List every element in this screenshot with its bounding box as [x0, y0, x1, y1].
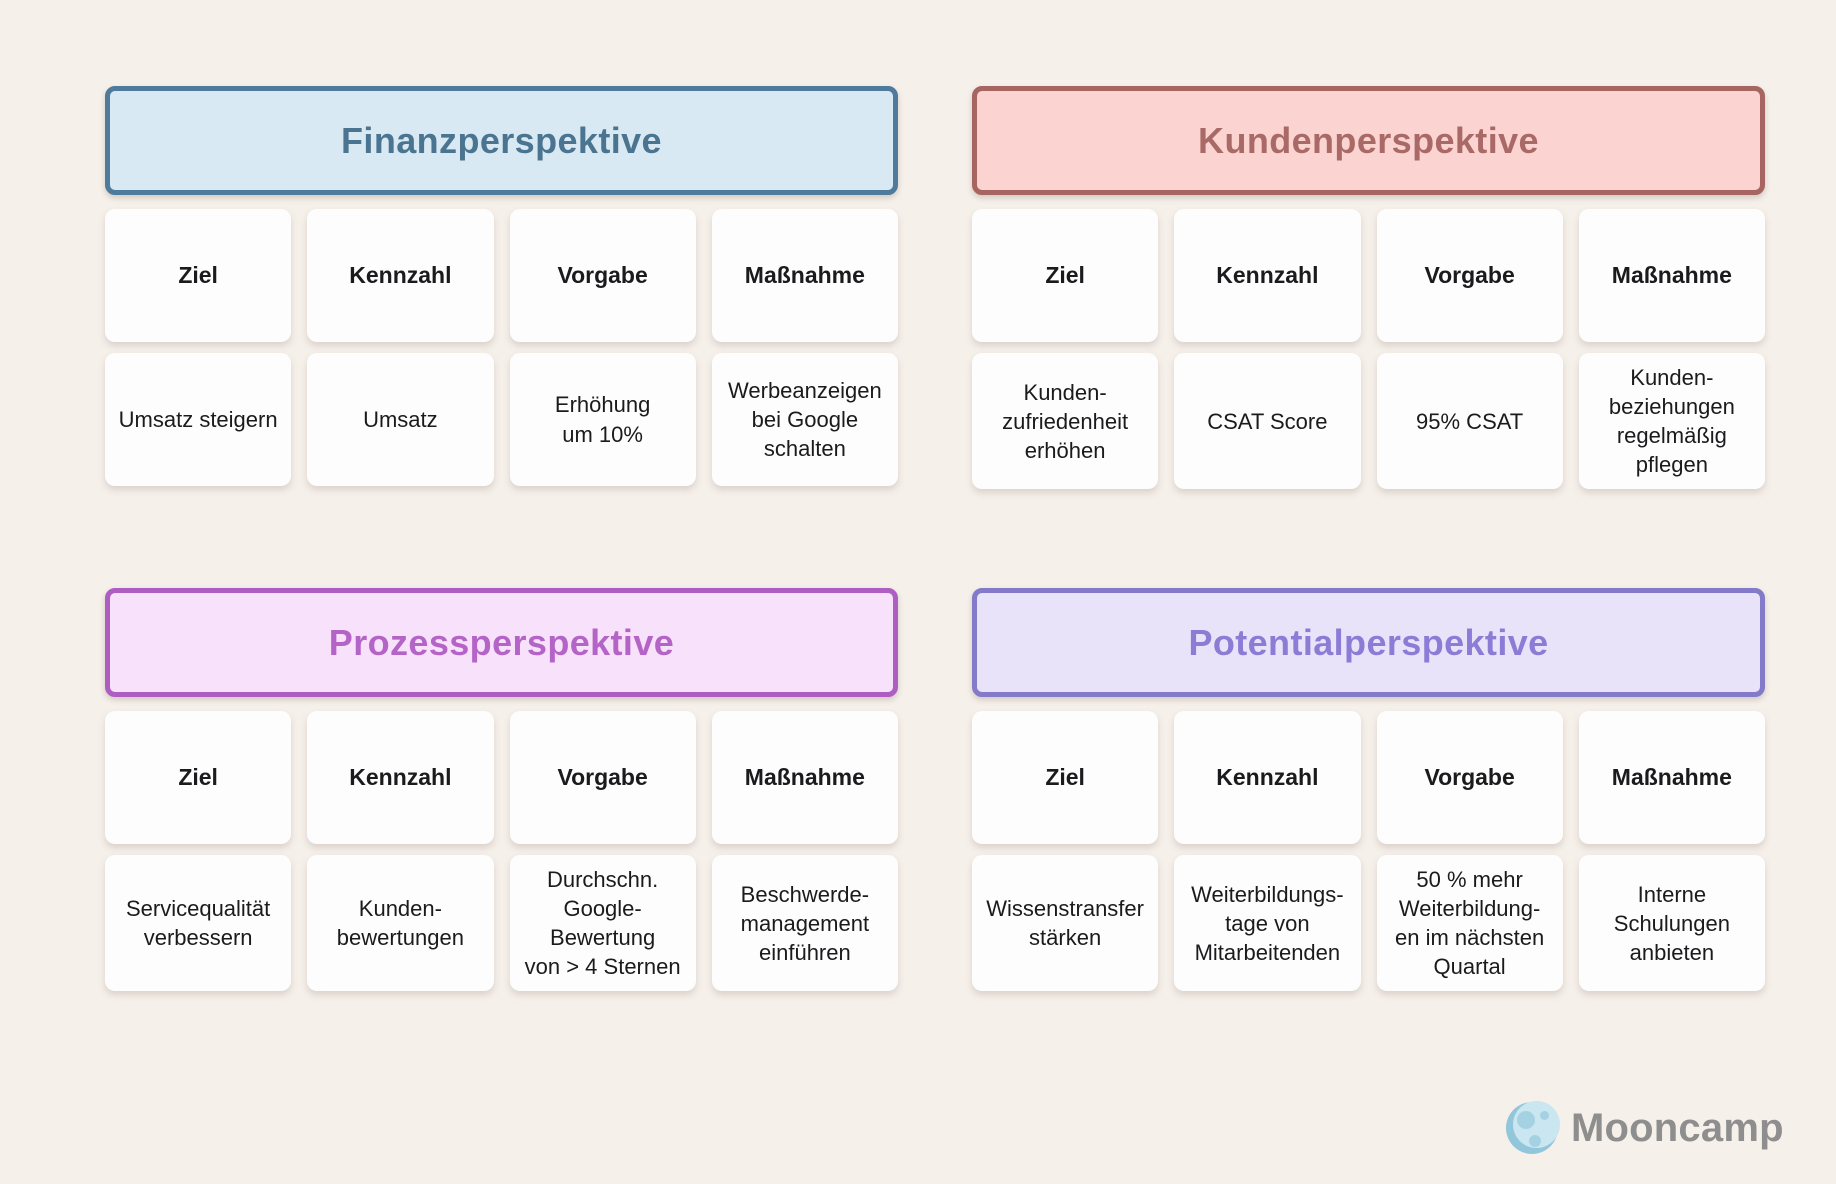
perspective-finanz: Finanzperspektive Ziel Kennzahl Vorgabe … [105, 86, 898, 486]
moon-icon [1506, 1101, 1560, 1154]
value-ziel: Wissenstransfer stärken [972, 855, 1159, 992]
column-header-ziel: Ziel [972, 209, 1159, 342]
perspective-title: Finanzperspektive [341, 119, 662, 161]
mooncamp-logo: Mooncamp [1504, 1100, 1784, 1156]
column-header-massnahme: Maßnahme [711, 209, 898, 342]
column-header-ziel: Ziel [105, 209, 292, 342]
scorecard-grid: Ziel Kennzahl Vorgabe Maßnahme Umsatz st… [105, 209, 898, 486]
value-kennzahl: Umsatz [307, 353, 494, 486]
column-header-massnahme: Maßnahme [1578, 209, 1765, 342]
scorecard-grid: Ziel Kennzahl Vorgabe Maßnahme Servicequ… [105, 711, 898, 992]
value-vorgabe: 95% CSAT [1376, 353, 1563, 490]
column-header-vorgabe: Vorgabe [509, 711, 696, 844]
value-massnahme: Beschwerde- management einführen [711, 855, 898, 992]
column-header-massnahme: Maßnahme [1578, 711, 1765, 844]
column-header-kennzahl: Kennzahl [1174, 711, 1361, 844]
perspective-prozess: Prozessperspektive Ziel Kennzahl Vorgabe… [105, 588, 898, 992]
value-kennzahl: Kunden- bewertungen [307, 855, 494, 992]
perspective-header: Kundenperspektive [972, 86, 1765, 195]
column-header-ziel: Ziel [972, 711, 1159, 844]
column-header-vorgabe: Vorgabe [1376, 209, 1563, 342]
value-massnahme: Interne Schulungen anbieten [1578, 855, 1765, 992]
column-header-kennzahl: Kennzahl [307, 209, 494, 342]
column-header-vorgabe: Vorgabe [1376, 711, 1563, 844]
column-header-massnahme: Maßnahme [711, 711, 898, 844]
perspective-header: Prozessperspektive [105, 588, 898, 697]
value-massnahme: Werbeanzeigen bei Google schalten [711, 353, 898, 486]
scorecard-grid: Ziel Kennzahl Vorgabe Maßnahme Kunden- z… [972, 209, 1765, 490]
value-massnahme: Kunden- beziehungen regelmäßig pflegen [1578, 353, 1765, 490]
perspective-title: Potentialperspektive [1188, 621, 1549, 663]
value-vorgabe: Erhöhung um 10% [509, 353, 696, 486]
perspective-header: Potentialperspektive [972, 588, 1765, 697]
value-ziel: Servicequalität verbessern [105, 855, 292, 992]
value-ziel: Kunden- zufriedenheit erhöhen [972, 353, 1159, 490]
perspective-title: Prozessperspektive [328, 621, 675, 663]
value-ziel: Umsatz steigern [105, 353, 292, 486]
column-header-ziel: Ziel [105, 711, 292, 844]
column-header-kennzahl: Kennzahl [1174, 209, 1361, 342]
value-vorgabe: Durchschn. Google- Bewertung von > 4 Ste… [509, 855, 696, 992]
perspective-potential: Potentialperspektive Ziel Kennzahl Vorga… [972, 588, 1765, 992]
perspective-title: Kundenperspektive [1198, 119, 1539, 161]
perspective-header: Finanzperspektive [105, 86, 898, 195]
value-kennzahl: Weiterbildungs- tage von Mitarbeitenden [1174, 855, 1361, 992]
column-header-kennzahl: Kennzahl [307, 711, 494, 844]
value-kennzahl: CSAT Score [1174, 353, 1361, 490]
column-header-vorgabe: Vorgabe [509, 209, 696, 342]
logo-text: Mooncamp [1571, 1105, 1784, 1150]
perspective-kunden: Kundenperspektive Ziel Kennzahl Vorgabe … [972, 86, 1765, 490]
scorecard-grid: Ziel Kennzahl Vorgabe Maßnahme Wissenstr… [972, 711, 1765, 992]
value-vorgabe: 50 % mehr Weiterbildung- en im nächsten … [1376, 855, 1563, 992]
